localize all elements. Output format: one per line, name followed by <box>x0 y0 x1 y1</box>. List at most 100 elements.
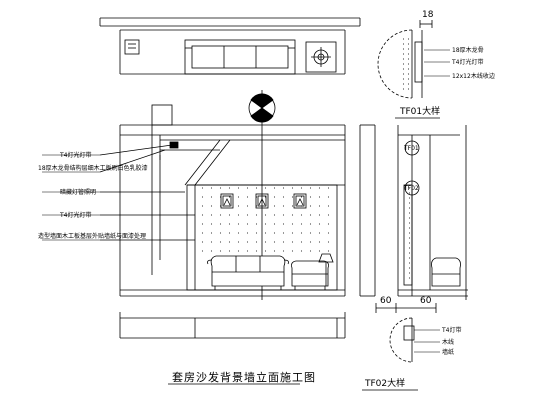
texture-dot <box>407 48 410 50</box>
texture-dot <box>246 214 249 216</box>
texture-dot <box>210 250 213 252</box>
texture-dot <box>318 214 321 216</box>
texture-dot <box>237 187 240 189</box>
texture-dot <box>237 250 240 252</box>
callout-2: 18厚木龙骨结构层细木工板刷白色乳胶漆 <box>38 164 148 172</box>
texture-dot <box>408 212 411 214</box>
tf02-callout-2: 木线 <box>442 338 454 346</box>
texture-dot <box>201 205 204 207</box>
texture-dot <box>210 232 213 234</box>
texture-dot <box>201 223 204 225</box>
texture-dot <box>282 187 285 189</box>
texture-dot <box>246 232 249 234</box>
texture-dot <box>246 187 249 189</box>
texture-dot <box>408 222 411 224</box>
texture-dot <box>291 232 294 234</box>
texture-dot <box>273 205 276 207</box>
texture-dot <box>219 187 222 189</box>
texture-dot <box>264 241 267 243</box>
tf01-callouts: 18厚木龙骨 T4灯光灯带 12x12木线收边 18 TF01大样 TF01 <box>399 10 495 152</box>
texture-dot <box>291 205 294 207</box>
callout-leaders <box>42 144 195 241</box>
texture-dot <box>273 250 276 252</box>
texture-dot <box>402 88 405 90</box>
texture-dot <box>402 78 405 80</box>
tf01-label: TF01大样 <box>399 105 440 117</box>
texture-dot <box>300 241 303 243</box>
texture-dot <box>402 73 405 75</box>
texture-dot <box>210 214 213 216</box>
texture-dot <box>309 223 312 225</box>
texture-dot <box>255 187 258 189</box>
texture-dot <box>246 196 249 198</box>
callout-3: 暗藏灯管照明 <box>60 188 96 196</box>
texture-dot <box>402 43 405 45</box>
texture-dot <box>246 205 249 207</box>
texture-dot <box>300 205 303 207</box>
side-table-lamp-icon <box>305 41 337 73</box>
tf02-callout-3: 墙纸 <box>442 348 454 356</box>
left-callouts: T4灯光灯带 18厚木龙骨结构层细木工板刷白色乳胶漆 暗藏灯管照明 T4灯光灯带… <box>38 151 148 240</box>
sofa-plan-icon <box>184 39 296 75</box>
feature-wall-texture <box>201 187 330 252</box>
texture-dot <box>237 241 240 243</box>
texture-dot <box>408 197 411 199</box>
texture-dot <box>201 250 204 252</box>
texture-dot <box>318 196 321 198</box>
texture-dot <box>408 247 411 249</box>
texture-dot <box>300 196 303 198</box>
texture-dot <box>282 250 285 252</box>
tf02-detail <box>362 303 440 391</box>
texture-dot <box>408 227 411 229</box>
section-wall-texture <box>408 187 411 279</box>
armchair-elevation-icon <box>291 260 329 290</box>
texture-dot <box>219 196 222 198</box>
texture-dot <box>255 232 258 234</box>
texture-dot <box>402 63 405 65</box>
texture-dot <box>407 63 410 65</box>
texture-dot <box>219 214 222 216</box>
texture-dot <box>408 272 411 274</box>
texture-dot <box>282 205 285 207</box>
texture-dot <box>219 223 222 225</box>
texture-dot <box>282 241 285 243</box>
texture-dot <box>318 250 321 252</box>
texture-dot <box>210 187 213 189</box>
texture-dot <box>407 78 410 80</box>
texture-dot <box>273 214 276 216</box>
tf01-callout-3: 12x12木线收边 <box>452 72 495 80</box>
texture-dot <box>219 250 222 252</box>
texture-dot <box>282 196 285 198</box>
texture-dot <box>246 223 249 225</box>
texture-dot <box>255 250 258 252</box>
texture-dot <box>408 252 411 254</box>
texture-dot <box>255 205 258 207</box>
texture-dot <box>309 214 312 216</box>
texture-dot <box>237 214 240 216</box>
texture-dot <box>264 214 267 216</box>
texture-dot <box>246 250 249 252</box>
texture-dot <box>408 207 411 209</box>
texture-dot <box>246 241 249 243</box>
texture-dot <box>402 83 405 85</box>
texture-dot <box>273 187 276 189</box>
texture-dot <box>300 187 303 189</box>
callout-5: 造型墙面木工板基层外贴墙纸与面漆处理 <box>38 232 146 240</box>
texture-dot <box>300 223 303 225</box>
texture-dot <box>291 214 294 216</box>
texture-dot <box>408 262 411 264</box>
texture-dot <box>408 242 411 244</box>
texture-dot <box>228 187 231 189</box>
tf02-callout-1: T4灯带 <box>441 326 461 334</box>
texture-dot <box>408 232 411 234</box>
texture-dot <box>264 205 267 207</box>
texture-dot <box>237 205 240 207</box>
floor-lamp-icon <box>318 253 334 286</box>
texture-dot <box>210 223 213 225</box>
texture-dot <box>210 205 213 207</box>
texture-dot <box>408 257 411 259</box>
texture-dot <box>291 250 294 252</box>
side-section-view <box>359 124 468 300</box>
texture-dot <box>201 196 204 198</box>
